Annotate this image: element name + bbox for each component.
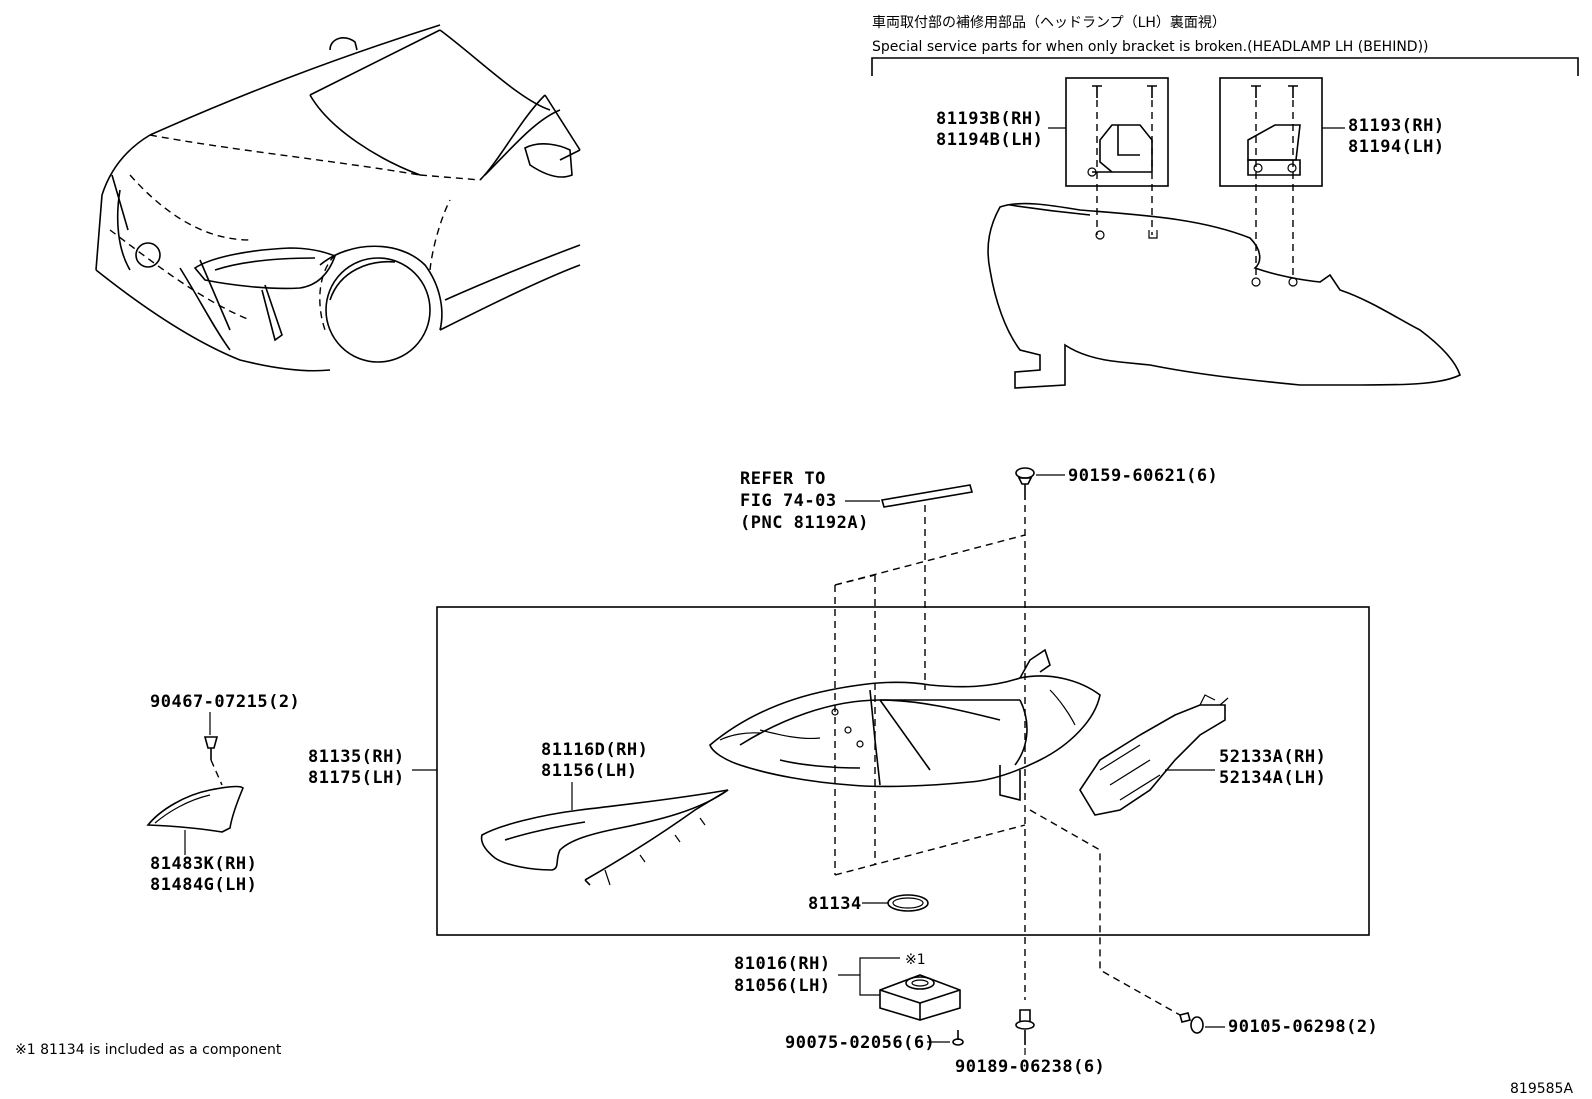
screw-90159-icon: [1015, 467, 1035, 500]
label-90159-60621: 90159-60621(6): [1068, 466, 1218, 486]
english-title: Special service parts for when only brac…: [872, 39, 1429, 55]
clip-90467-icon: [203, 736, 219, 760]
label-81134: 81134: [808, 894, 862, 914]
label-81135-rh: 81135(RH): [308, 747, 405, 767]
side-bracket-52133a: 52133A(RH) 52134A(LH): [1029, 694, 1326, 1016]
screw-90189: 90189-06238(6): [955, 1009, 1105, 1077]
headlamp-assembly: 81135(RH) 81175(LH): [308, 534, 1370, 936]
label-52133a-rh: 52133A(RH): [1219, 747, 1326, 767]
figure-id: 819585A: [1510, 1081, 1573, 1097]
label-90075-02056: 90075-02056(6): [785, 1033, 935, 1053]
assembly-box: [436, 606, 1370, 936]
label-81194-lh: 81194(LH): [1348, 137, 1445, 157]
service-parts-section: 車両取付部の補修用部品（ヘッドランプ（LH）裏面視） Special servi…: [871, 14, 1579, 389]
label-81483k-rh: 81483K(RH): [150, 854, 257, 874]
label-81156-lh: 81156(LH): [541, 761, 638, 781]
label-90467-07215: 90467-07215(2): [150, 692, 300, 712]
label-81194b-lh: 81194B(LH): [936, 130, 1043, 150]
screw-90105-icon: [1179, 1012, 1204, 1034]
refer-section: REFER TO FIG 74-03 (PNC 81192A) 90159-60…: [740, 466, 1218, 1000]
refer-line-3: (PNC 81192A): [740, 513, 869, 533]
screw-90105: 90105-06298(2): [1179, 1012, 1378, 1037]
label-81193-rh: 81193(RH): [1348, 116, 1445, 136]
label-81116d-rh: 81116D(RH): [541, 740, 648, 760]
computer-81016: 81016(RH) 81056(LH) ※1 90075-02056(6): [734, 952, 964, 1053]
screw-90189-icon: [1015, 1009, 1035, 1045]
garnish-81116d: 81116D(RH) 81156(LH): [480, 740, 729, 886]
label-52134a-lh: 52134A(LH): [1219, 768, 1326, 788]
label-90189-06238: 90189-06238(6): [955, 1057, 1105, 1077]
screw-90075-icon: [952, 1030, 964, 1046]
refer-line-2: FIG 74-03: [740, 491, 837, 511]
japanese-title: 車両取付部の補修用部品（ヘッドランプ（LH）裏面視）: [872, 14, 1226, 31]
label-81016-rh: 81016(RH): [734, 954, 831, 974]
footnote: ※1 81134 is included as a component: [15, 1042, 282, 1058]
label-81193b-rh: 81193B(RH): [936, 109, 1043, 129]
gasket-81134: 81134: [808, 894, 929, 914]
note-mark: ※1: [905, 952, 926, 968]
label-81484g-lh: 81484G(LH): [150, 875, 257, 895]
label-81175-lh: 81175(LH): [308, 768, 405, 788]
moulding-81483k: 90467-07215(2) 81483K(RH) 81484G(LH): [146, 692, 300, 895]
refer-line-1: REFER TO: [740, 469, 826, 489]
car-illustration: [95, 24, 581, 372]
label-81056-lh: 81056(LH): [734, 976, 831, 996]
label-90105-06298: 90105-06298(2): [1228, 1017, 1378, 1037]
